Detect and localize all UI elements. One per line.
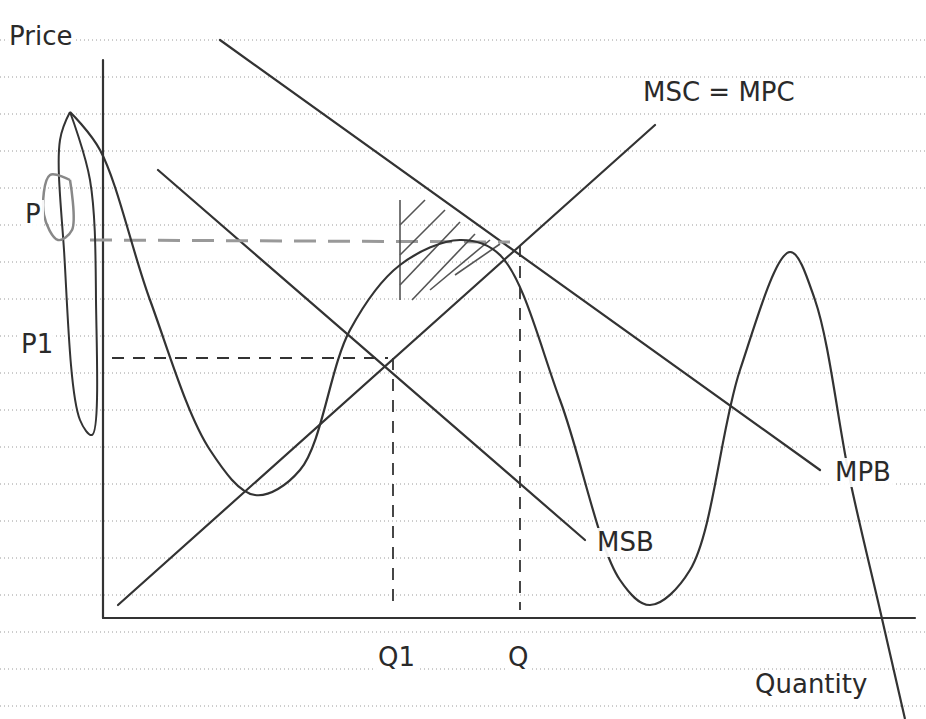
ruled-line bbox=[0, 706, 926, 707]
ruled-line bbox=[0, 484, 926, 485]
quantity-axis bbox=[103, 617, 915, 619]
price-axis bbox=[102, 60, 104, 618]
loop-scribble bbox=[59, 112, 98, 435]
axis-label: MSB bbox=[594, 528, 657, 557]
axis-label: P bbox=[22, 200, 44, 229]
msb-curve bbox=[158, 170, 585, 540]
ruled-line bbox=[0, 595, 926, 596]
axis-label: MPB bbox=[832, 458, 894, 487]
ruled-line bbox=[0, 151, 926, 152]
deadweight-hatch bbox=[400, 200, 500, 300]
q-dashed bbox=[519, 245, 521, 610]
axis-label: Price bbox=[6, 22, 75, 51]
ruled-line bbox=[0, 299, 926, 300]
loop-scribble bbox=[43, 174, 74, 240]
ruled-line bbox=[0, 558, 926, 559]
ruled-line bbox=[0, 225, 926, 226]
ruled-line bbox=[0, 373, 926, 374]
axis-label: MSC = MPC bbox=[640, 78, 798, 107]
axis-label: P1 bbox=[18, 330, 56, 359]
axis-label: Q bbox=[505, 643, 531, 672]
ruled-line bbox=[0, 114, 926, 115]
ruled-line bbox=[0, 632, 926, 633]
scribble-curve bbox=[43, 112, 905, 719]
wave-curve bbox=[70, 112, 905, 719]
axis-label: Q1 bbox=[375, 643, 418, 672]
axis-label: Quantity bbox=[752, 670, 870, 699]
msc-curve bbox=[118, 125, 655, 605]
p1-dashed bbox=[112, 357, 388, 359]
q1-dashed bbox=[392, 358, 394, 610]
ruled-line bbox=[0, 410, 926, 411]
ruled-line bbox=[0, 40, 926, 41]
ruled-paper bbox=[0, 40, 926, 706]
ruled-line bbox=[0, 521, 926, 522]
ruled-line bbox=[0, 188, 926, 189]
ruled-line bbox=[0, 336, 926, 337]
